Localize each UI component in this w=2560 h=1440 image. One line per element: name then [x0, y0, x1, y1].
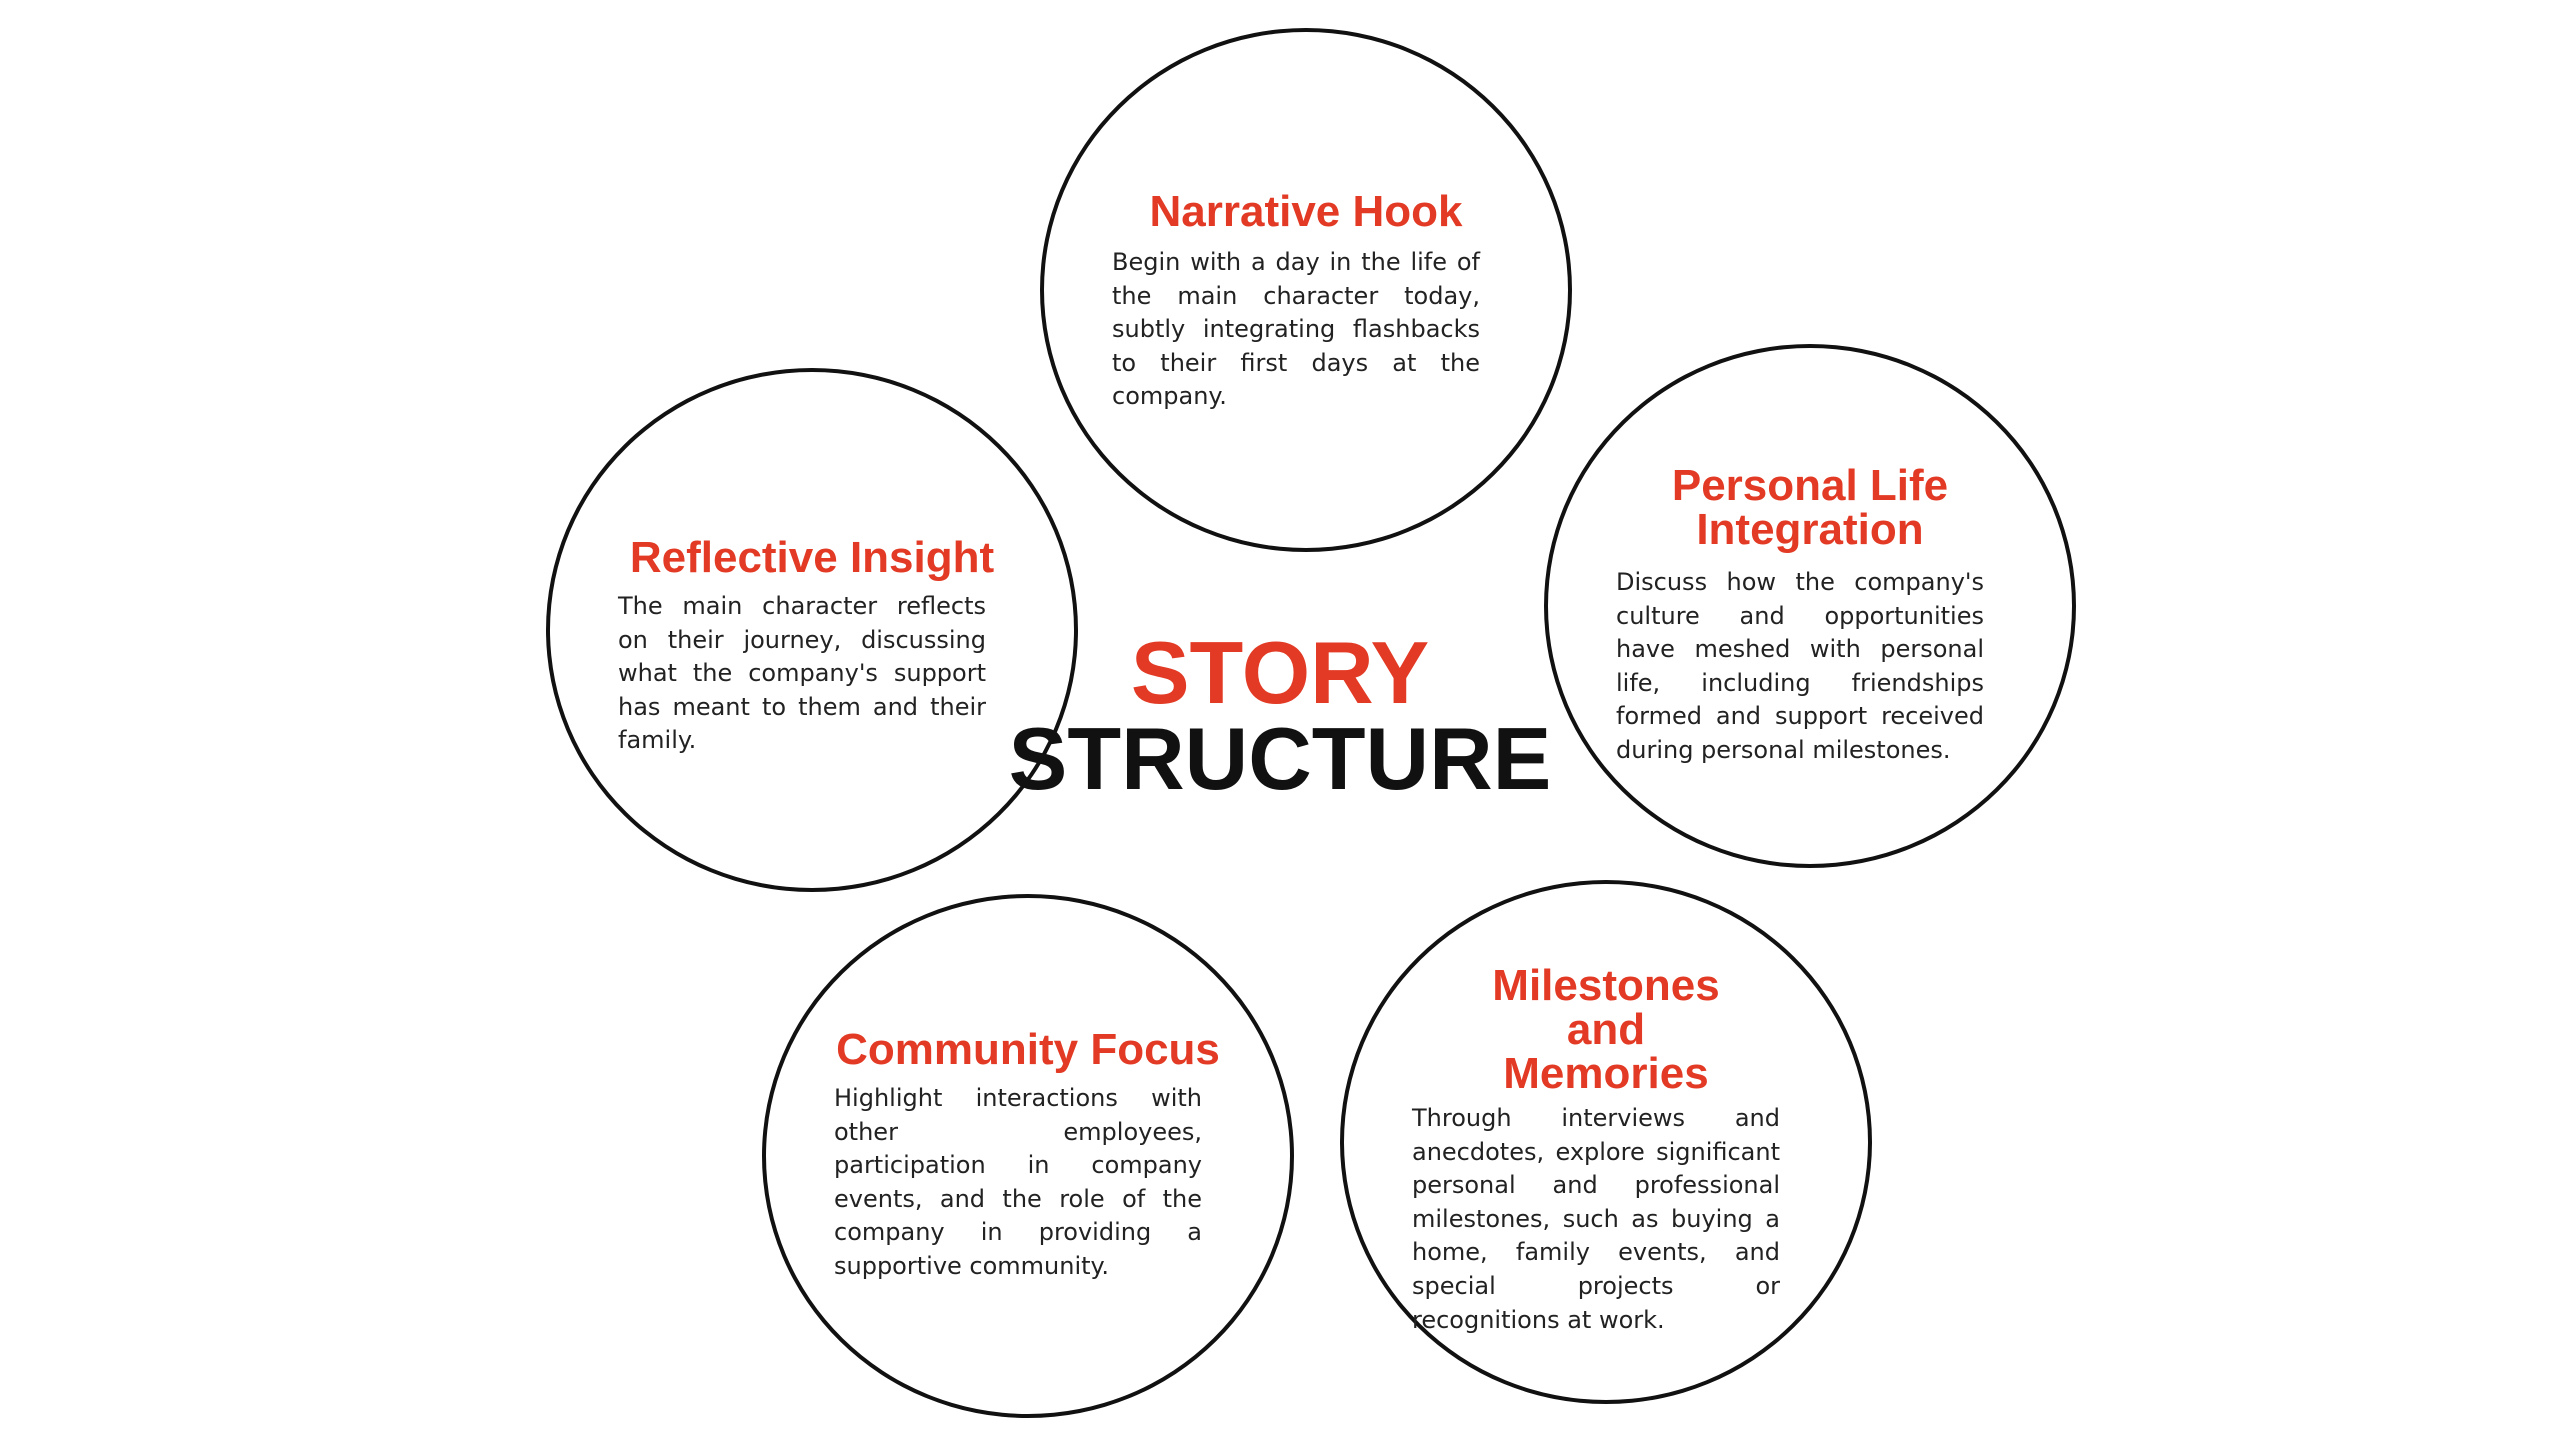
- node-milestones-and-memories: Milestones and Memories Through intervie…: [1340, 880, 1872, 1404]
- node-title: Community Focus: [836, 1025, 1220, 1074]
- node-description: The main character reflects on their jou…: [618, 592, 986, 755]
- node-reflective-insight: Reflective Insight The main character re…: [546, 368, 1078, 892]
- node-description: Discuss how the company's culture and op…: [1616, 568, 1984, 764]
- node-description: Highlight interactions with other employ…: [834, 1084, 1202, 1280]
- node-description: Begin with a day in the life of the main…: [1112, 248, 1480, 411]
- node-title: Personal Life Integration: [1671, 461, 1949, 554]
- node-title: Reflective Insight: [629, 533, 995, 582]
- node-title: Milestones and Memories: [1492, 961, 1720, 1098]
- center-title-structure: STRUCTURE: [1008, 709, 1552, 808]
- node-narrative-hook: Narrative Hook Begin with a day in the l…: [1040, 28, 1572, 552]
- node-description: Through interviews and anecdotes, explor…: [1412, 1104, 1780, 1334]
- node-personal-life-integration: Personal Life Integration Discuss how th…: [1544, 344, 2076, 868]
- center-title-story: STORY: [1130, 623, 1430, 722]
- node-community-focus: Community Focus Highlight interactions w…: [762, 894, 1294, 1418]
- node-title: Narrative Hook: [1149, 187, 1463, 236]
